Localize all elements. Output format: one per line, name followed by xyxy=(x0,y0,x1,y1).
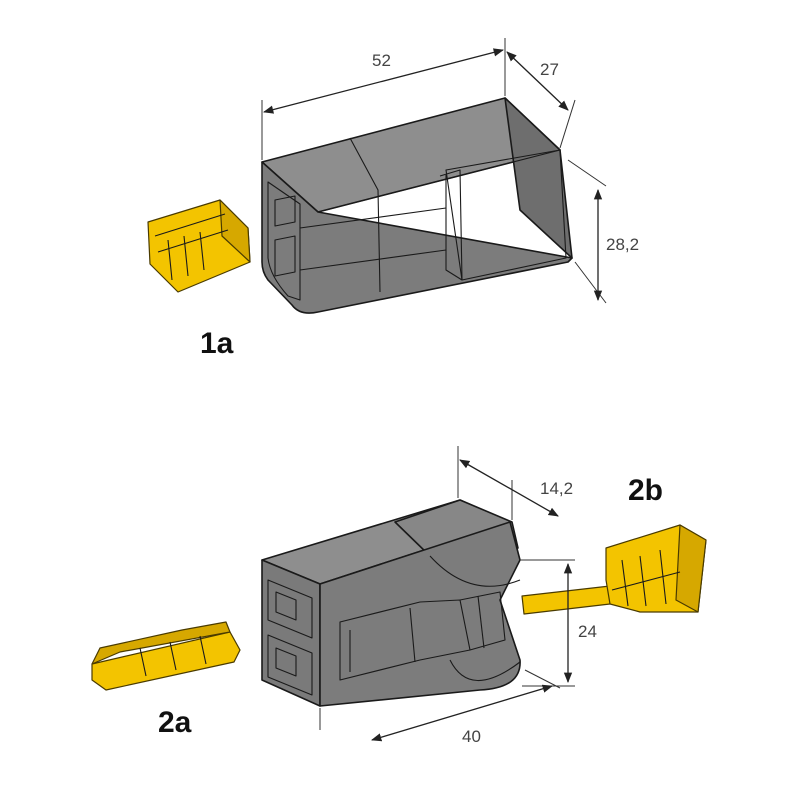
connector-1-housing xyxy=(261,97,573,314)
terminal-2b xyxy=(521,524,707,615)
part-label-1a: 1a xyxy=(200,327,234,360)
dim-label-24: 24 xyxy=(578,622,597,641)
dimension-length-52: 52 xyxy=(261,38,506,160)
dimension-length-40: 40 xyxy=(319,669,561,746)
dimension-width-14-2: 14,2 xyxy=(457,446,573,520)
dimension-height-24: 24 xyxy=(520,559,597,687)
terminal-2a xyxy=(91,621,241,691)
dimension-width-27: 27 xyxy=(506,51,576,149)
dim-label-14-2: 14,2 xyxy=(540,479,573,498)
dim-label-27: 27 xyxy=(540,60,559,79)
dimension-height-28-2: 28,2 xyxy=(567,159,639,304)
dim-label-28-2: 28,2 xyxy=(606,235,639,254)
dim-label-40: 40 xyxy=(462,727,481,746)
terminal-1a xyxy=(147,199,251,293)
part-label-2a: 2a xyxy=(158,706,192,739)
part-label-2b: 2b xyxy=(628,474,663,507)
connector-2-housing xyxy=(261,499,521,707)
dim-label-52: 52 xyxy=(372,51,391,70)
